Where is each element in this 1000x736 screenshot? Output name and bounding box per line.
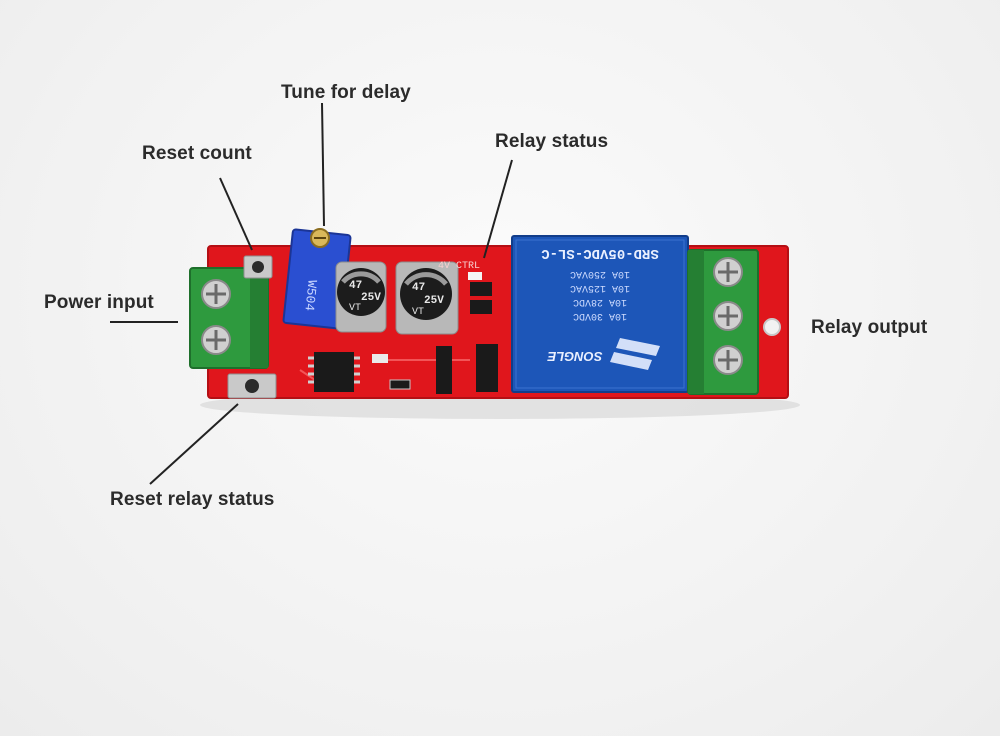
reset-count-button <box>243 255 273 279</box>
mounting-hole <box>763 318 781 336</box>
leader-line-relay-status <box>483 159 513 259</box>
leader-line-reset-count <box>219 177 253 251</box>
capacitor-1: 47 25V VT <box>335 261 387 333</box>
label-tune-for-delay: Tune for delay <box>281 82 411 103</box>
relay-rating-2: 10A 28VDC <box>573 296 627 307</box>
relay-output-terminal <box>687 249 759 395</box>
relay-rating-1: 10A 30VDC <box>573 310 627 321</box>
label-reset-count: Reset count <box>142 143 252 164</box>
smd-components <box>372 272 498 394</box>
leader-line-reset-relay-status <box>149 403 239 485</box>
cap-2-value: 47 <box>412 282 425 294</box>
cap-1-voltage: 25V <box>361 292 381 304</box>
label-relay-output: Relay output <box>811 317 928 338</box>
relay-model: SRD-05VDC-SL-C <box>541 245 659 261</box>
power-input-terminal <box>189 267 269 369</box>
pot-marking: W504 <box>301 279 319 312</box>
cap-2-series: VT <box>412 307 424 318</box>
delay-potentiometer: W504 <box>282 228 352 330</box>
label-power-input: Power input <box>44 292 154 313</box>
status-led <box>468 272 482 280</box>
cap-1-series: VT <box>349 303 361 314</box>
label-relay-status: Relay status <box>495 131 609 152</box>
capacitor-2: 47 25V VT <box>395 261 459 335</box>
relay-rating-4: 10A 250VAC <box>570 268 630 279</box>
relay: SRD-05VDC-SL-C 10A 250VAC 10A 125VAC 10A… <box>511 235 689 393</box>
cap-2-voltage: 25V <box>424 295 444 307</box>
reset-relay-status-button <box>227 373 277 399</box>
relay-rating-3: 10A 125VAC <box>570 282 630 293</box>
timer-ic <box>308 352 360 392</box>
relay-brand: SONGLE <box>547 349 602 364</box>
silk-label: 4V CTRL <box>438 261 480 272</box>
label-reset-relay-status: Reset relay status <box>110 489 275 510</box>
leader-line-tune-for-delay <box>321 102 325 227</box>
cap-1-value: 47 <box>349 280 362 292</box>
leader-lines <box>110 102 513 485</box>
songle-logo-icon <box>610 338 660 370</box>
